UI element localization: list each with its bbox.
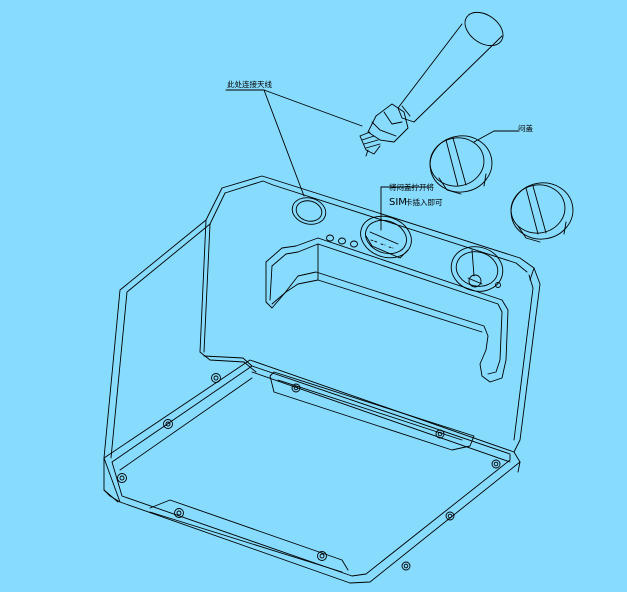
label-sim-line2-rest: 卡插入即可 [405,197,443,207]
port-blank [291,197,327,225]
device-body [103,175,541,584]
cap-2 [510,182,574,243]
port-right [450,246,504,292]
label-sim-line1: 将闷盖拧开将 [389,182,434,192]
label-antenna: 此处连接天线 [227,79,272,89]
sim-port [360,215,412,259]
leader-lines [225,89,519,231]
handle [265,237,509,383]
label-cap: 闷盖 [518,123,533,133]
antenna [359,11,504,157]
cap-1 [429,135,493,195]
indicator-leds [326,234,358,248]
screws [117,373,501,571]
label-sim-line2-latin: SIM [389,197,407,208]
